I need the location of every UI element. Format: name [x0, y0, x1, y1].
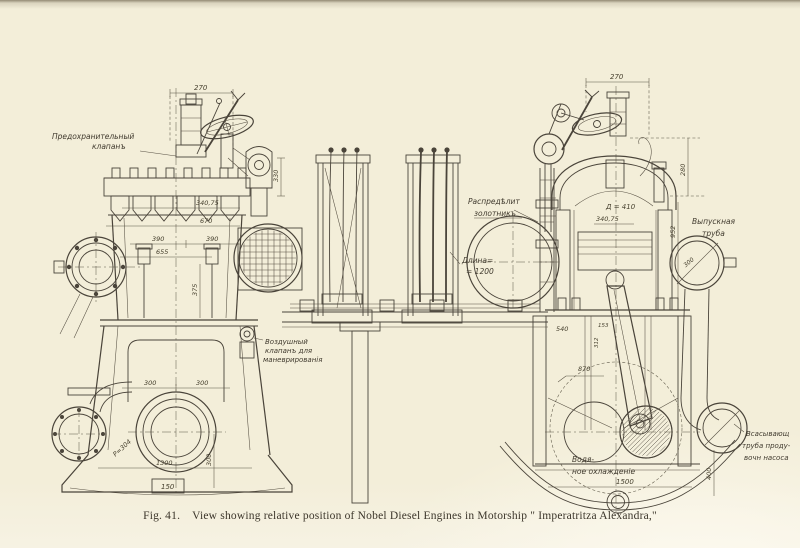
air-valve — [239, 326, 264, 359]
label-suction-3: вочн насоса — [744, 454, 788, 462]
label-safety-valve-2: клапанъ — [92, 142, 126, 151]
length-callout: Длина= = 1200 — [449, 251, 494, 276]
piston-and-rod — [577, 231, 653, 427]
dim-text: 330 — [272, 170, 280, 182]
dim-text: 655 — [156, 248, 168, 256]
dim-text: 270 — [194, 84, 208, 92]
dim-text: 540 — [556, 325, 568, 333]
label-length-1: Длина= — [461, 256, 493, 265]
label-dist-valve-1: Распредѣлит — [468, 197, 520, 206]
cylinder-studs — [135, 243, 221, 318]
safety-valve-callout: Предохранительный клапанъ — [52, 132, 177, 157]
dim-text: 1300 — [156, 459, 173, 467]
water-cooling-callout: Водя- ное охлажденіе 1500 — [548, 455, 692, 488]
hull-section — [499, 439, 741, 514]
figure-caption: Fig. 41. View showing relative position o… — [0, 510, 800, 522]
control-lever-stand-right — [401, 147, 463, 324]
dim-text-bore: Д = 410 — [605, 203, 636, 211]
dim-text: 300 — [144, 379, 156, 387]
label-dist-valve-2: золотникъ — [474, 209, 516, 218]
right-engine-section: 270 — [465, 73, 791, 514]
crankcase-frame: 300 300 1300 300 Р=304 150 — [61, 319, 293, 496]
engine-room-floor — [282, 299, 548, 504]
dim-text: 312 — [594, 337, 600, 348]
safety-valve-assembly — [175, 90, 246, 158]
dim-text: 300 — [205, 454, 213, 466]
dim-left-330: 330 — [272, 157, 285, 197]
label-water-2: ное охлажденіе — [572, 467, 635, 476]
dim-text: 400 — [705, 468, 713, 480]
dim-right-280: 280 — [630, 137, 706, 197]
label-safety-valve-1: Предохранительный — [52, 132, 134, 141]
handwheel-right — [571, 112, 623, 136]
distribution-valve-body — [535, 168, 559, 312]
label-suction-1: Всасывающ — [746, 430, 790, 438]
dim-text: 300 — [196, 379, 208, 387]
right-crankcase: 540 153 312 870 — [532, 297, 700, 471]
label-water-1: Водя- — [572, 455, 594, 464]
exhaust-pipe: Выпускная труба 300 — [669, 217, 737, 431]
bottom-left-pipe — [51, 381, 133, 462]
dim-right-952: 952 — [669, 202, 679, 300]
dim-text: 280 — [679, 164, 687, 176]
dim-text: 952 — [669, 226, 677, 238]
left-pipe-flange — [53, 232, 140, 339]
label-air-valve-2: клапанъ для — [265, 347, 312, 355]
dim-text: 1500 — [616, 478, 634, 486]
label-length-2: = 1200 — [466, 267, 494, 276]
dim-text: 340,75 — [196, 199, 219, 207]
crank-assembly — [545, 361, 700, 495]
cylinder-head — [103, 167, 251, 222]
dim-text: 390 — [206, 235, 218, 243]
dim-text: Р=304 — [111, 438, 133, 459]
air-valve-callout: Воздушный клапанъ для маневрированія — [263, 338, 322, 364]
dim-text-head: 340,75 — [596, 215, 619, 223]
cylinder-dome: Д = 410 340,75 — [551, 137, 677, 311]
dim-text: 375 — [191, 284, 199, 296]
label-exhaust-1: Выпускная — [692, 217, 736, 226]
label-exhaust-2: труба — [702, 229, 725, 238]
label-air-valve-1: Воздушный — [265, 338, 308, 346]
dim-text: 670 — [200, 217, 212, 225]
cylinder-body — [111, 214, 243, 321]
camshaft-drive — [533, 103, 585, 232]
scavenge-pump-suction: 400 Всасывающ труба проду- вочн насоса — [696, 402, 791, 496]
dim-text: 270 — [610, 73, 624, 81]
left-engine-elevation: 270 — [51, 84, 322, 496]
rocker-bracket — [227, 146, 273, 217]
dim-text: 153 — [598, 323, 609, 329]
dim-text: 150 — [161, 483, 175, 491]
label-suction-2: труба проду- — [742, 442, 791, 450]
dim-text: 390 — [152, 235, 164, 243]
figure-number: Fig. 41. — [143, 510, 181, 522]
starting-valve — [561, 89, 630, 151]
figure-caption-text: View showing relative position of Nobel … — [192, 510, 657, 522]
left-mid-dims: 340,75 670 390 390 655 375 — [106, 199, 240, 318]
control-lever-stand-left — [311, 147, 373, 324]
label-air-valve-3: маневрированія — [263, 356, 322, 364]
dim-text: 870 — [578, 365, 590, 373]
grating-valve-plate — [233, 223, 303, 293]
dim-left-270: 270 — [169, 84, 234, 150]
handwheel-left — [200, 114, 254, 140]
